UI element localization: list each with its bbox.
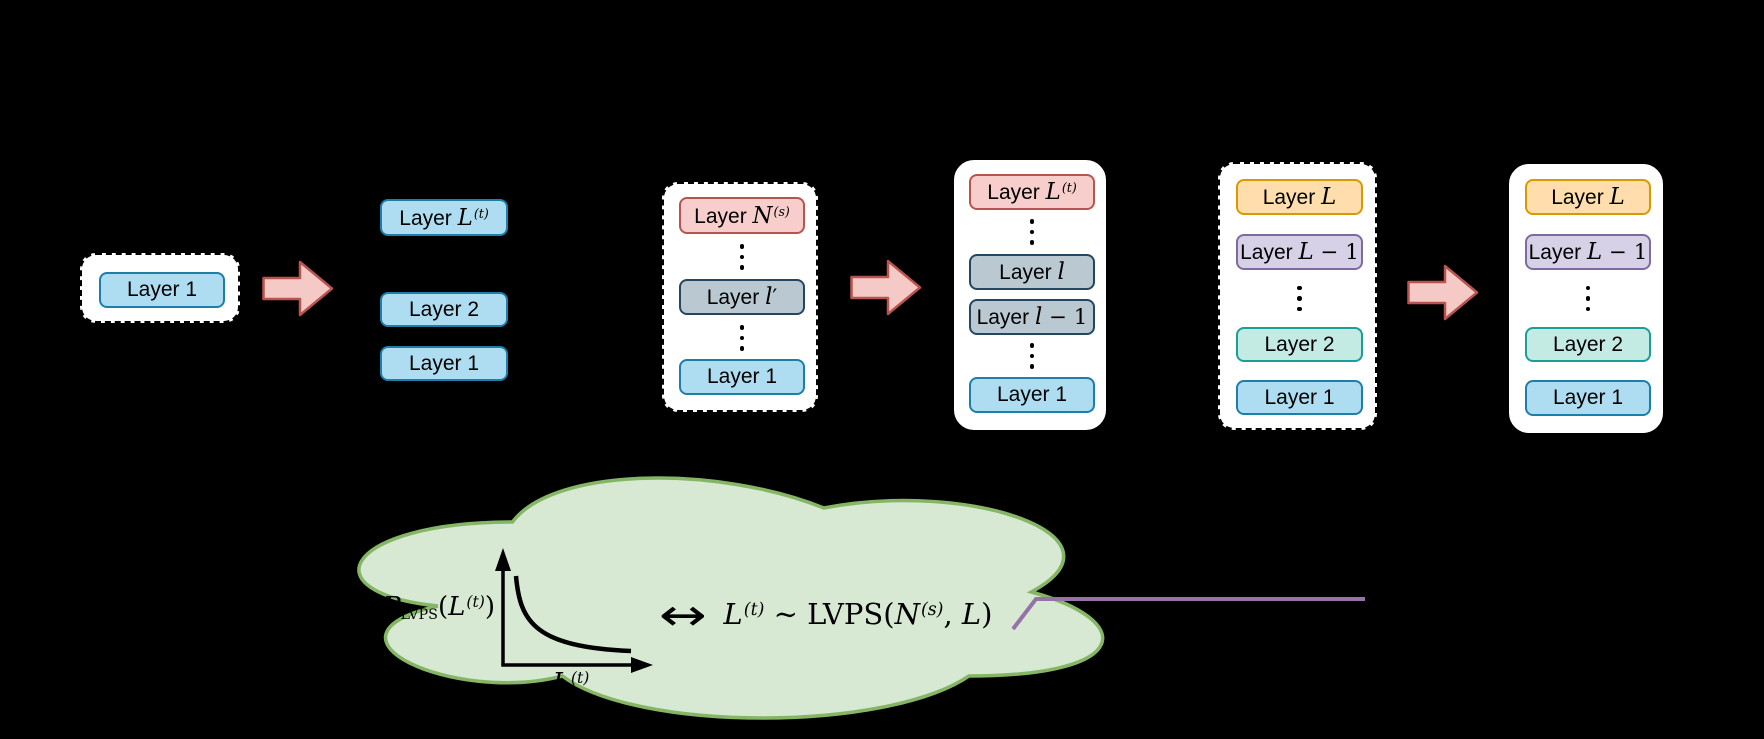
layer-box: Layer L(t) bbox=[969, 174, 1095, 210]
ellipsis-dots bbox=[679, 324, 805, 352]
layer-label: Layer 2 bbox=[408, 297, 480, 321]
ellipsis-dots bbox=[1525, 285, 1651, 312]
layer-box: Layer 1 bbox=[969, 377, 1095, 413]
full-network-outline-container: Layer L Layer L − 1 Layer 2 Layer 1 bbox=[1218, 162, 1377, 430]
layer-box: Layer 1 bbox=[380, 346, 508, 381]
layer-box: Layer 1 bbox=[1236, 380, 1363, 415]
layer-box: Layer 2 bbox=[380, 292, 508, 327]
full-network-container: Layer L Layer L − 1 Layer 2 Layer 1 bbox=[1507, 162, 1665, 435]
layer-label: Layer 2 bbox=[1552, 332, 1624, 356]
dot bbox=[739, 325, 745, 330]
source-network-container: Layer N(s) Layer l′ Layer 1 bbox=[662, 182, 818, 412]
dot bbox=[1029, 343, 1035, 348]
ellipsis-dots bbox=[1236, 285, 1363, 312]
dot bbox=[1029, 240, 1035, 245]
layer-box: Layer 2 bbox=[1525, 327, 1651, 362]
grow-arrow-3 bbox=[1407, 264, 1479, 321]
layer-label: Layer L bbox=[1262, 184, 1337, 210]
layer-label: Layer 2 bbox=[1264, 332, 1335, 356]
layer-label: Layer 1 bbox=[996, 383, 1068, 406]
dot bbox=[1585, 306, 1591, 312]
plot-x-axis-label: L(t) bbox=[552, 668, 590, 698]
decay-curve bbox=[513, 575, 632, 654]
layer-box: Layer 2 bbox=[1236, 327, 1363, 362]
layer-label: Layer 1 bbox=[408, 351, 480, 375]
dot bbox=[1029, 364, 1035, 369]
layer-label: Layer L(t) bbox=[987, 179, 1077, 205]
layer-box: Layer L bbox=[1236, 179, 1363, 215]
layer-box: Layer L − 1 bbox=[1525, 234, 1651, 270]
layer-label: Layer L(t) bbox=[399, 204, 489, 231]
grow-arrow-2 bbox=[850, 259, 922, 316]
layer-label: Layer l − 1 bbox=[976, 304, 1088, 330]
dot bbox=[739, 254, 745, 260]
layer-label: Layer 1 bbox=[706, 365, 778, 388]
dot bbox=[1297, 285, 1302, 291]
dot bbox=[1585, 296, 1591, 301]
layer-label: Layer L bbox=[1551, 184, 1625, 210]
dot bbox=[1029, 353, 1035, 359]
layer-label: Layer 1 bbox=[126, 278, 198, 301]
equivalence-arrow-icon: ↔ bbox=[659, 590, 707, 641]
layer-label: Layer l bbox=[999, 259, 1065, 285]
layer-label: Layer N(s) bbox=[694, 202, 790, 229]
connector-line bbox=[1011, 597, 1365, 631]
lvps-formula: L(t) ∼ LVPS(N(s), L) bbox=[723, 597, 993, 631]
layer-box: Layer 1 bbox=[99, 272, 225, 308]
dot bbox=[739, 346, 745, 351]
cloud-shape bbox=[357, 476, 1105, 720]
plot-y-axis-label: PLVPS(L(t)) bbox=[382, 592, 495, 623]
block-arrow-icon bbox=[262, 260, 334, 317]
dot bbox=[1029, 229, 1035, 235]
layer-box: Layer l′ bbox=[679, 279, 805, 315]
dot bbox=[1585, 285, 1591, 291]
ellipsis-dots bbox=[969, 215, 1095, 249]
layer-label: Layer L − 1 bbox=[1240, 239, 1359, 265]
block-arrow-icon bbox=[850, 259, 922, 316]
stacked-layers-container: Layer L(t) Layer 2 Layer 1 bbox=[380, 199, 508, 381]
dot bbox=[739, 244, 745, 249]
probability-plot bbox=[495, 548, 653, 673]
layer-label: Layer l′ bbox=[706, 284, 778, 310]
lvps-cloud bbox=[357, 476, 1105, 720]
grow-arrow-1 bbox=[262, 260, 334, 317]
layer-label: Layer 1 bbox=[1552, 386, 1624, 409]
dot bbox=[739, 265, 745, 270]
dot bbox=[1029, 219, 1035, 224]
layer-box: Layer L bbox=[1525, 179, 1651, 215]
dot bbox=[1297, 306, 1302, 312]
ellipsis-dots bbox=[969, 341, 1095, 371]
layer-box: Layer l bbox=[969, 254, 1095, 290]
dot bbox=[1297, 296, 1302, 301]
layer-box: Layer 1 bbox=[679, 359, 805, 395]
layer-box: Layer 1 bbox=[1525, 380, 1651, 416]
block-arrow-icon bbox=[1407, 264, 1479, 321]
layer-box: Layer L − 1 bbox=[1236, 234, 1363, 270]
layer-box: Layer N(s) bbox=[679, 197, 805, 234]
layer-label: Layer L − 1 bbox=[1528, 239, 1648, 265]
dot bbox=[739, 335, 745, 341]
seed-network-container: Layer 1 bbox=[80, 253, 240, 323]
ellipsis-dots bbox=[679, 242, 805, 272]
layer-box: Layer l − 1 bbox=[969, 299, 1095, 335]
layer-box: Layer L(t) bbox=[380, 199, 508, 236]
target-network-partial-container: Layer L(t) Layer l Layer l − 1 Layer 1 bbox=[952, 158, 1108, 432]
layer-label: Layer 1 bbox=[1264, 385, 1335, 409]
